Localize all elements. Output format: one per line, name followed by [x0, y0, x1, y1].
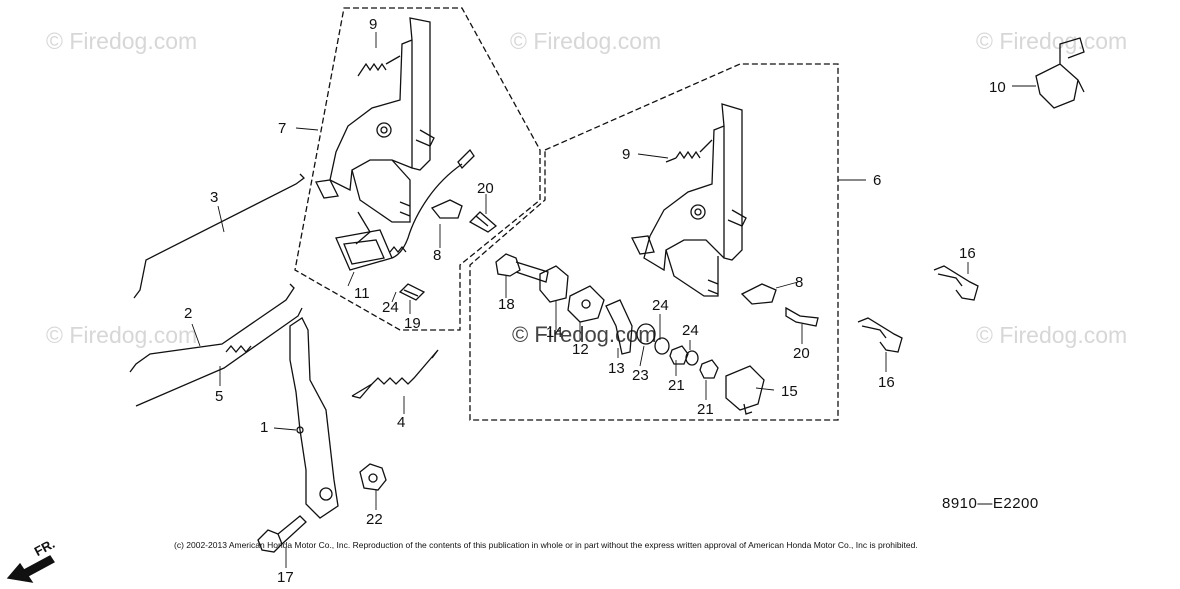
part-label-23[interactable]: 23: [632, 367, 649, 384]
bolt-17: [257, 515, 307, 553]
nut-21a: [669, 345, 689, 365]
part-label-21[interactable]: 21: [697, 401, 714, 418]
bolt-18: [495, 253, 549, 283]
part-label-5[interactable]: 5: [215, 388, 224, 405]
washer-23: [636, 323, 656, 345]
part-label-14[interactable]: 14: [546, 324, 563, 341]
rod-5: [135, 307, 303, 407]
part-label-9[interactable]: 9: [369, 16, 378, 33]
watermark: © Firedog.com: [510, 28, 662, 54]
part-label-1[interactable]: 1: [260, 419, 269, 436]
part-label-10[interactable]: 10: [989, 79, 1006, 96]
part-label-11[interactable]: 11: [354, 285, 370, 302]
part-label-21[interactable]: 21: [668, 377, 685, 394]
part-label-22[interactable]: 22: [366, 511, 383, 528]
switch-assembly: [335, 148, 475, 271]
spring-4: [351, 349, 439, 399]
part-label-4[interactable]: 4: [397, 414, 406, 431]
part-label-2[interactable]: 2: [184, 305, 193, 322]
spring-lower: [665, 139, 713, 163]
part-label-8[interactable]: 8: [433, 247, 442, 264]
bolt-16-upper: [933, 265, 979, 301]
copyright-notice: (c) 2002-2013 American Honda Motor Co., …: [174, 540, 918, 550]
diagram-code: 8910—E2200: [942, 495, 1039, 512]
wire-clip-10: [1035, 37, 1085, 109]
bolt-16-lower: [857, 317, 903, 353]
part-label-12[interactable]: 12: [572, 341, 589, 358]
part-label-18[interactable]: 18: [498, 296, 515, 313]
spring-upper: [357, 55, 401, 77]
screw-upper: [468, 211, 498, 233]
front-arrow-icon: [6, 555, 55, 583]
part-label-16[interactable]: 16: [959, 245, 976, 262]
watermark: © Firedog.com: [46, 28, 198, 54]
arm-13: [605, 299, 633, 355]
rod-3: [133, 173, 305, 299]
screw-19: [398, 283, 426, 301]
part-label-24[interactable]: 24: [652, 297, 669, 314]
part-label-8[interactable]: 8: [795, 274, 804, 291]
screw-lower: [785, 306, 819, 327]
nut-21b: [699, 359, 719, 379]
watermark: © Firedog.com: [46, 322, 198, 348]
part-label-20[interactable]: 20: [793, 345, 810, 362]
knob-15: [725, 365, 765, 411]
collar-14: [539, 265, 569, 303]
washer-24: [654, 337, 670, 355]
part-label-19[interactable]: 19: [404, 315, 421, 332]
assembly-6-outline: [469, 63, 839, 421]
nut-22: [359, 463, 387, 491]
part-label-7[interactable]: 7: [278, 120, 287, 137]
assembly-7-outline: [294, 7, 541, 331]
clip-lower: [740, 283, 777, 305]
part-label-13[interactable]: 13: [608, 360, 625, 377]
part-label-9[interactable]: 9: [622, 146, 631, 163]
part-label-20[interactable]: 20: [477, 180, 494, 197]
control-lever: [289, 317, 339, 519]
part-label-17[interactable]: 17: [277, 569, 294, 586]
control-bracket-lower: [631, 103, 747, 297]
part-label-6[interactable]: 6: [873, 172, 882, 189]
part-label-24[interactable]: 24: [682, 322, 699, 339]
rod-2: [129, 283, 295, 373]
watermark: © Firedog.com: [976, 28, 1128, 54]
watermark: © Firedog.com: [976, 322, 1128, 348]
part-label-3[interactable]: 3: [210, 189, 219, 206]
part-label-24[interactable]: 24: [382, 299, 399, 316]
control-bracket-upper: [315, 17, 435, 245]
cam-12: [567, 285, 605, 323]
part-label-15[interactable]: 15: [781, 383, 798, 400]
part-label-16[interactable]: 16: [878, 374, 895, 391]
clip-upper: [430, 199, 463, 219]
